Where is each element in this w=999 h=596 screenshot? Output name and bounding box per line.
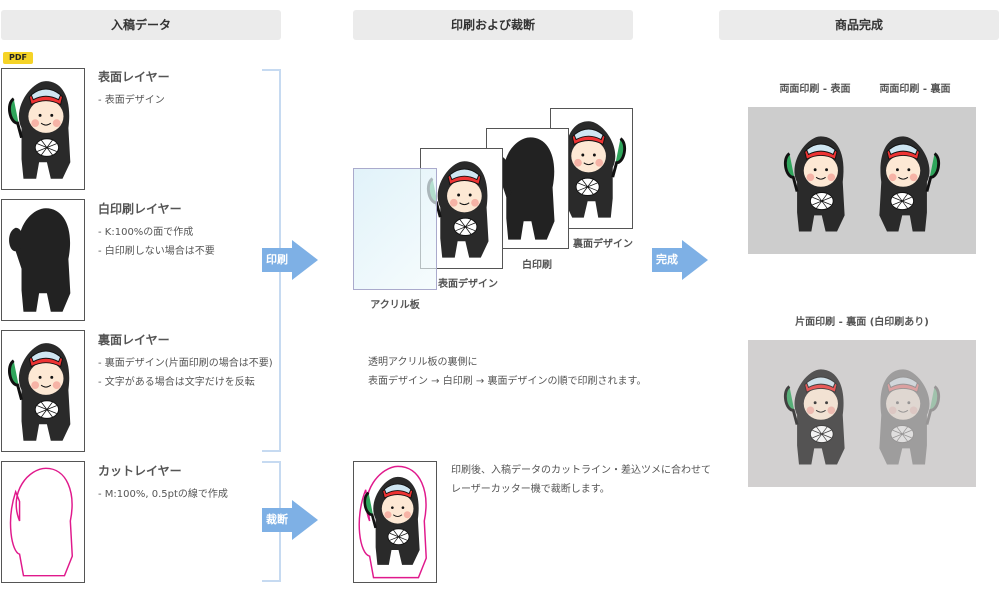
double-back-label: 両面印刷 - 裏面 <box>879 84 951 95</box>
double-sided-photo <box>748 107 976 254</box>
header-product: 商品完成 <box>719 10 999 40</box>
desc-line: 透明アクリル板の裏側に <box>368 357 478 368</box>
pdf-badge: PDF <box>3 52 33 64</box>
cut-layer-image <box>1 461 85 583</box>
cut-arrow: 裁断 <box>262 500 318 540</box>
layer-note: - 白印刷しない場合は不要 <box>98 246 215 257</box>
layer-white-desc: 白印刷レイヤー - K:100%の面で作成 - 白印刷しない場合は不要 <box>98 200 215 261</box>
layer-back-desc: 裏面レイヤー - 裏面デザイン(片面印刷の場合は不要) - 文字がある場合は文字… <box>98 331 273 392</box>
desc-line: レーザーカッター機で裁断します。 <box>451 484 610 495</box>
single-back-label: 片面印刷 - 裏面 (白印刷あり) <box>795 317 929 328</box>
layer-title: 表面レイヤー <box>98 70 170 84</box>
print-arrow-label: 印刷 <box>266 253 288 266</box>
layer-note: - 表面デザイン <box>98 95 165 106</box>
desc-line: 表面デザイン → 白印刷 → 裏面デザインの順で印刷されます。 <box>368 376 647 387</box>
cut-arrow-label: 裁断 <box>266 513 288 526</box>
front-label: 表面デザイン <box>438 279 498 290</box>
back-layer-image <box>1 330 85 452</box>
white-label: 白印刷 <box>522 260 552 271</box>
layer-title: 白印刷レイヤー <box>98 202 182 216</box>
layer-title: 裏面レイヤー <box>98 333 170 347</box>
header-print-cut: 印刷および裁断 <box>353 10 633 40</box>
done-arrow: 完成 <box>652 240 708 280</box>
white-layer-image <box>1 199 85 321</box>
layer-title: カットレイヤー <box>98 464 182 478</box>
layer-note: - 文字がある場合は文字だけを反転 <box>98 377 255 388</box>
back-label: 裏面デザイン <box>573 239 633 250</box>
layer-note: - K:100%の面で作成 <box>98 227 194 238</box>
acrylic-panel <box>353 168 437 290</box>
front-layer-image <box>1 68 85 190</box>
print-arrow: 印刷 <box>262 240 318 280</box>
layer-cut-desc: カットレイヤー - M:100%, 0.5ptの線で作成 <box>98 462 228 504</box>
single-sided-photo <box>748 340 976 487</box>
cut-result-image <box>353 461 437 583</box>
layer-front-desc: 表面レイヤー - 表面デザイン <box>98 68 170 110</box>
header-input-data: 入稿データ <box>1 10 281 40</box>
print-description: 透明アクリル板の裏側に 表面デザイン → 白印刷 → 裏面デザインの順で印刷され… <box>368 353 646 391</box>
cut-description: 印刷後、入稿データのカットライン・差込ツメに合わせて レーザーカッター機で裁断し… <box>451 461 711 499</box>
layer-note: - M:100%, 0.5ptの線で作成 <box>98 489 228 500</box>
double-front-label: 両面印刷 - 表面 <box>779 84 851 95</box>
desc-line: 印刷後、入稿データのカットライン・差込ツメに合わせて <box>451 465 711 476</box>
acrylic-label: アクリル板 <box>370 300 420 311</box>
done-arrow-label: 完成 <box>656 253 678 266</box>
layer-note: - 裏面デザイン(片面印刷の場合は不要) <box>98 358 273 369</box>
